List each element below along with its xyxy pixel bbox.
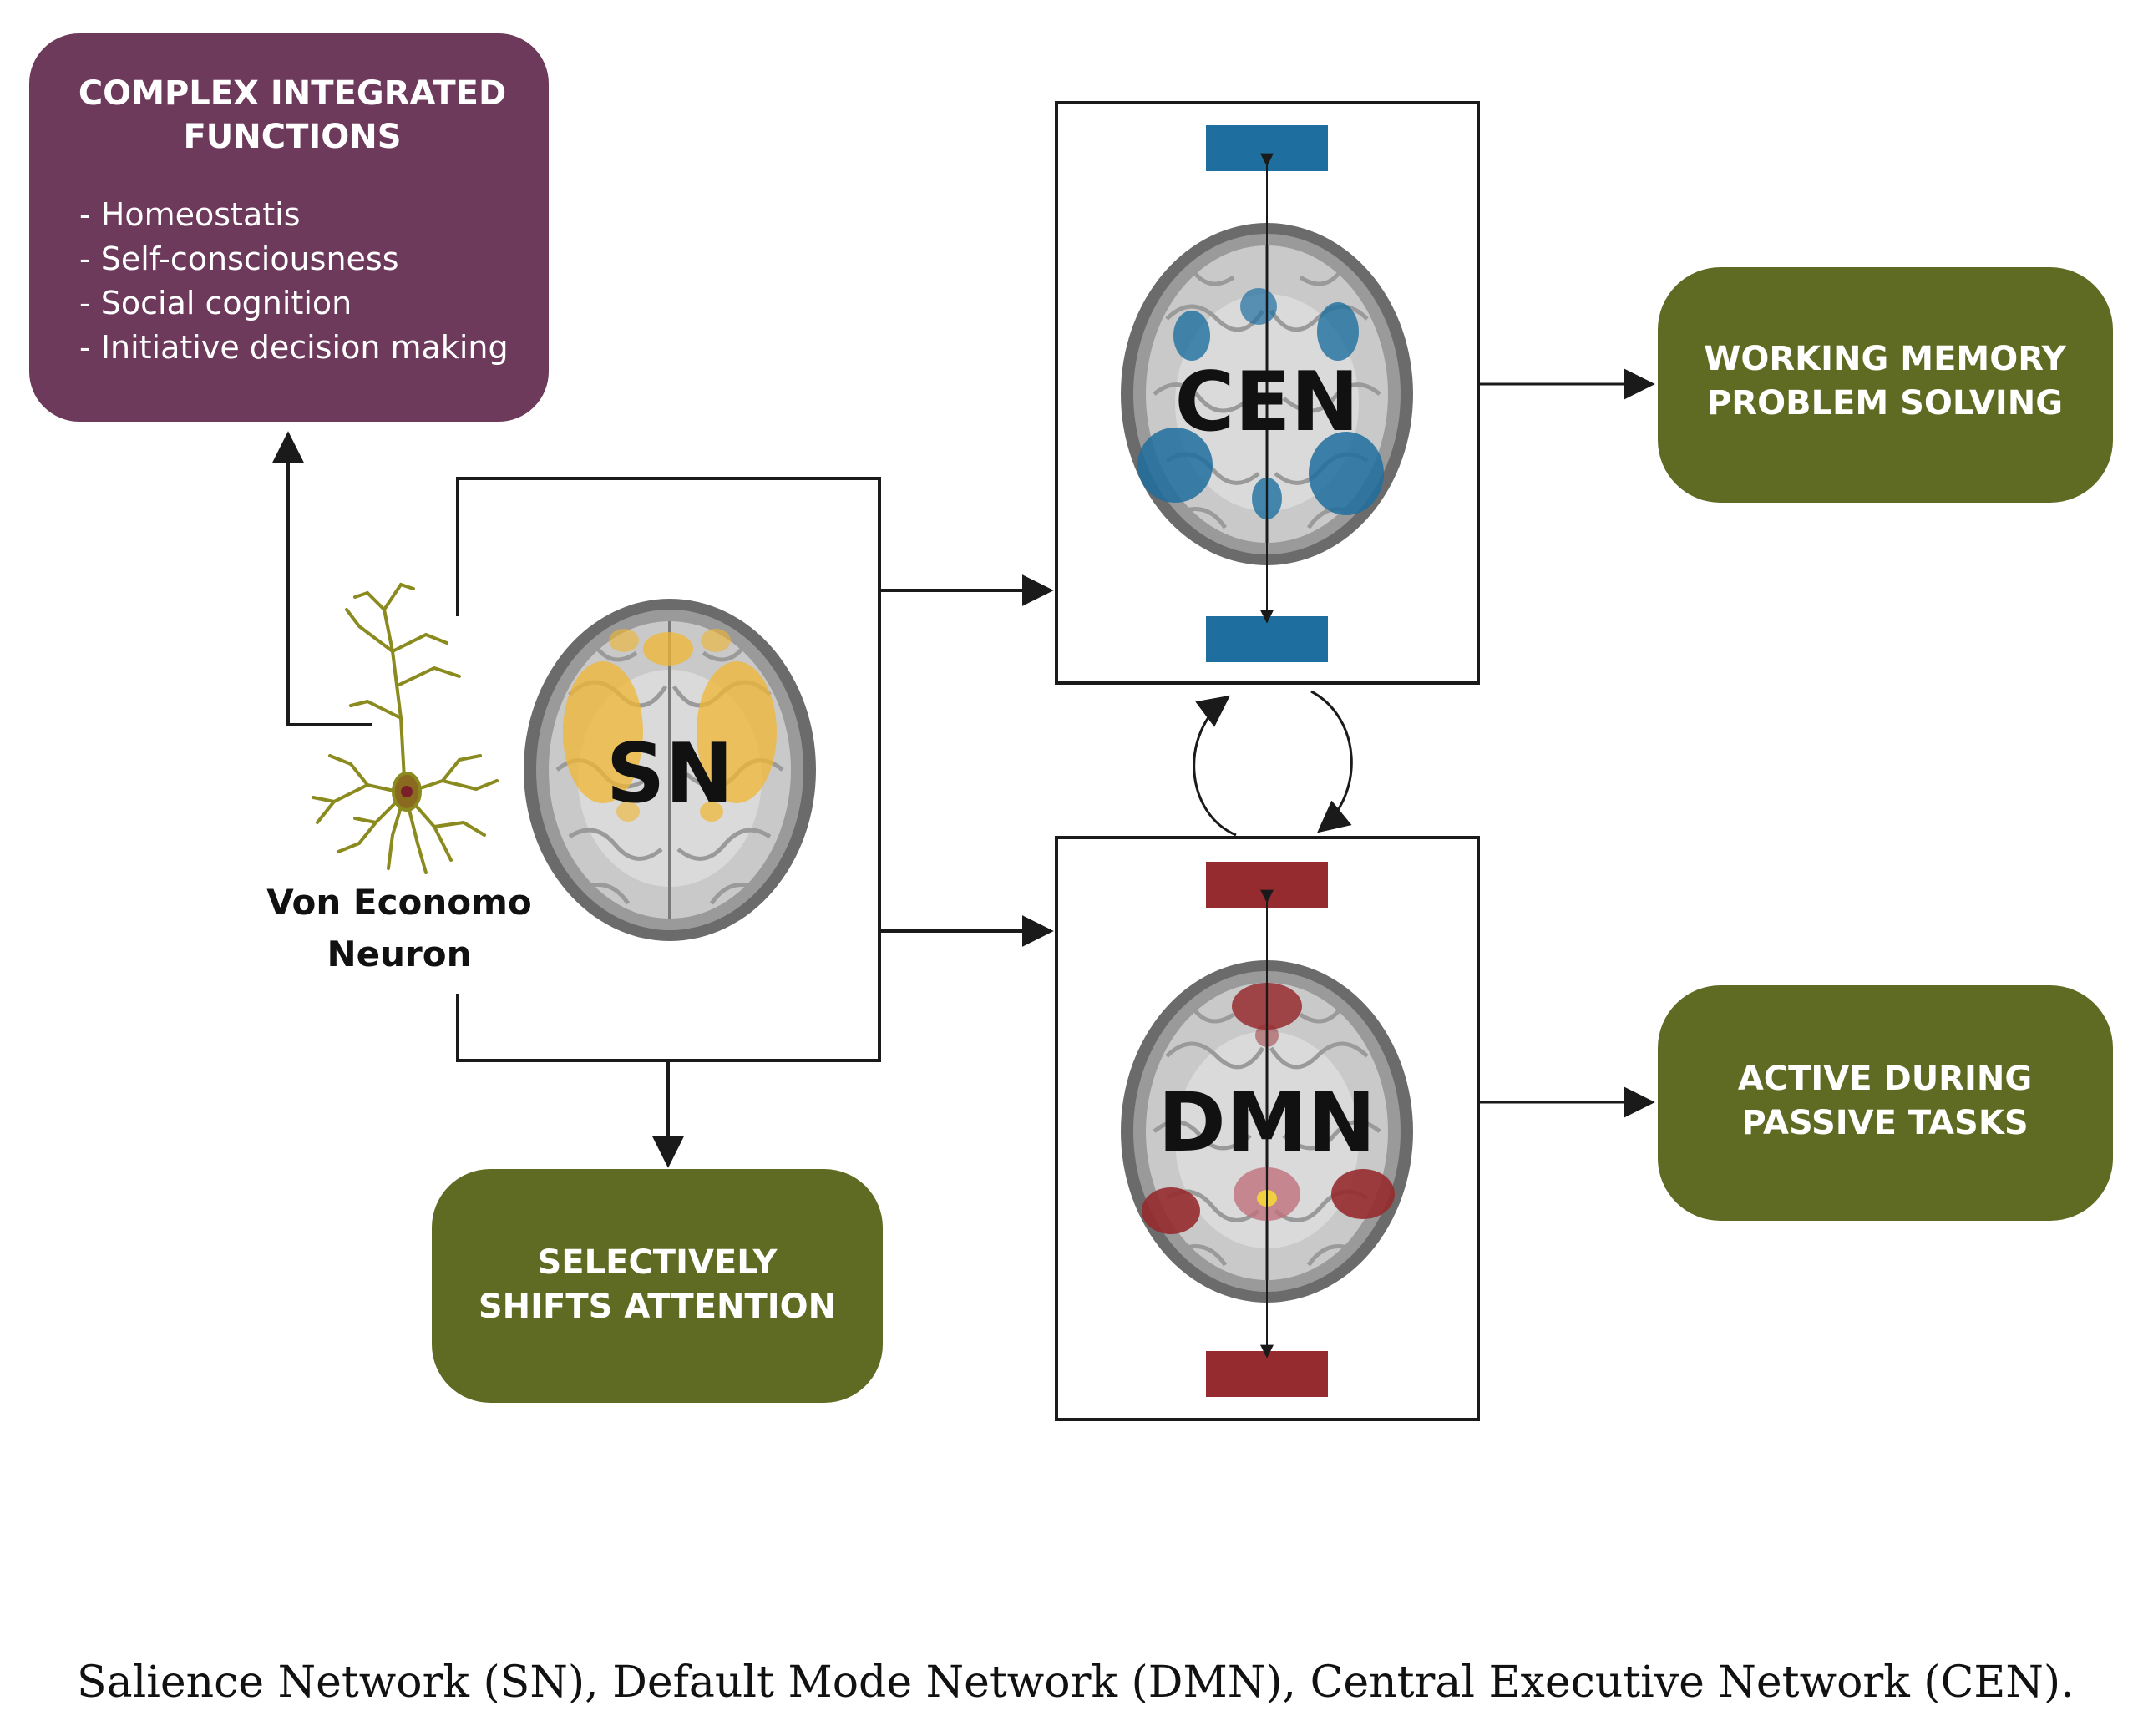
dmn-label: DMN xyxy=(1158,1076,1376,1171)
sn-label: SN xyxy=(606,726,734,822)
passive-tasks-line2: PASSIVE TASKS xyxy=(1741,1104,2028,1142)
working-memory-background xyxy=(1658,267,2113,503)
passive-tasks-line1: ACTIVE DURING xyxy=(1738,1060,2032,1098)
neuron-to-functions-arrow xyxy=(272,431,372,726)
function-item-self-consciousness: - Self-consciousness xyxy=(79,240,399,277)
complex-functions-title-line1: COMPLEX INTEGRATED xyxy=(79,74,506,113)
function-item-social-cognition: - Social cognition xyxy=(79,285,352,321)
dmn-box: DMN xyxy=(1055,836,1480,1421)
complex-functions-background xyxy=(29,33,549,422)
dmn-top-bar xyxy=(1206,862,1328,908)
neuron-label-line2: Neuron xyxy=(327,934,471,974)
function-item-homeostasis: - Homeostatis xyxy=(79,196,301,233)
cen-bottom-bar xyxy=(1206,616,1328,662)
attention-box: SELECTIVELY SHIFTS ATTENTION xyxy=(432,1169,883,1403)
attention-line2: SHIFTS ATTENTION xyxy=(479,1288,836,1326)
neuron-label-line1: Von Economo xyxy=(266,882,531,923)
cen-label: CEN xyxy=(1175,355,1360,450)
sn-bracket xyxy=(456,477,881,1062)
passive-tasks-background xyxy=(1658,985,2113,1221)
cen-box: CEN xyxy=(1055,101,1480,685)
von-economo-neuron-icon xyxy=(312,582,499,874)
cen-top-bar xyxy=(1206,125,1328,171)
working-memory-line2: PROBLEM SOLVING xyxy=(1707,384,2063,423)
figure-caption: Salience Network (SN), Default Mode Netw… xyxy=(77,1658,2075,1708)
attention-box-background xyxy=(432,1169,883,1403)
passive-tasks-box: ACTIVE DURING PASSIVE TASKS xyxy=(1658,985,2113,1221)
working-memory-line1: WORKING MEMORY xyxy=(1704,340,2067,378)
function-item-decision-making: - Initiative decision making xyxy=(79,329,509,366)
dmn-bottom-bar xyxy=(1206,1351,1328,1397)
sn-brain-icon xyxy=(524,599,816,941)
cen-brain-icon xyxy=(1121,223,1413,565)
working-memory-box: WORKING MEMORY PROBLEM SOLVING xyxy=(1658,267,2113,503)
complex-functions-title-line2: FUNCTIONS xyxy=(183,118,401,156)
cen-to-dmn-curved-arrow xyxy=(1310,690,1353,833)
attention-line1: SELECTIVELY xyxy=(538,1243,778,1282)
dmn-to-cen-curved-arrow xyxy=(1193,695,1237,837)
complex-functions-box: COMPLEX INTEGRATED FUNCTIONS - Homeostat… xyxy=(29,33,549,422)
